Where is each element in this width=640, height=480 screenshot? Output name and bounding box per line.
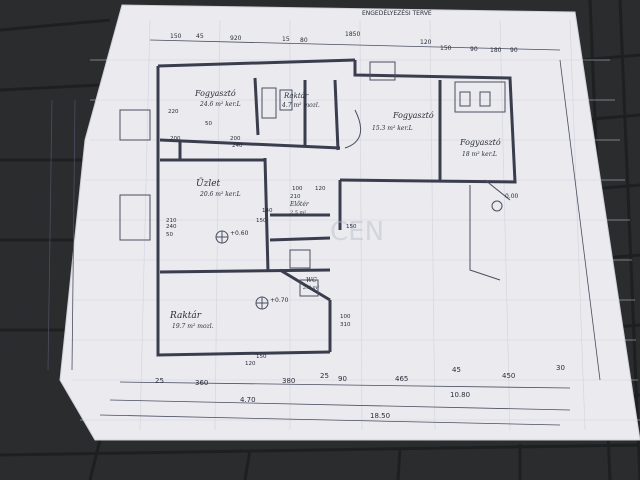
- dimension-label: 120: [245, 361, 256, 367]
- paper-sheet: [60, 5, 640, 440]
- left-dimensions: 4.80 4.10 1.80 3.10 25 45: [8, 114, 82, 352]
- room-area: 15.3 m² ker.L: [372, 125, 413, 132]
- dimension-label: 150: [346, 224, 357, 230]
- watermark: CEN: [330, 217, 384, 247]
- dimension-label: 450: [502, 372, 515, 380]
- room-name: Raktár: [169, 310, 202, 321]
- dimension-label: 25: [8, 343, 16, 352]
- paper-grid: [70, 19, 640, 431]
- dimension-label: 150: [256, 218, 267, 224]
- top-dimensions: 150 45 920 15 80 1850 120 150 90 180 90: [170, 31, 518, 54]
- dimension-lines: [47, 39, 601, 426]
- dimension-label: 120: [315, 186, 326, 192]
- dimension-label: 360: [195, 379, 208, 387]
- dimension-label: 0.00: [505, 193, 519, 200]
- dimension-label: 210: [290, 194, 301, 200]
- dimension-label: 50: [166, 232, 173, 238]
- dimension-label: 150: [256, 354, 267, 360]
- room-name: Előtér: [289, 201, 310, 208]
- room-labels: Fogyasztó 24.6 m² ker.L Raktár 4.7 m² mo…: [169, 89, 501, 330]
- dimension-label: 90: [338, 375, 347, 383]
- room-area: 4.7 m² mozl.: [281, 102, 320, 109]
- dimension-label: 100: [340, 314, 351, 320]
- dimension-label: 100: [292, 186, 303, 192]
- room-area: 2.3 m²: [302, 285, 319, 291]
- room-area: 19.7 m² mozl.: [172, 323, 214, 330]
- room-area: 24.6 m² ker.L: [199, 101, 241, 108]
- dimension-label: 240: [232, 143, 243, 149]
- dimension-label: 120: [420, 39, 432, 46]
- dimension-label: 4.10: [36, 199, 44, 215]
- dimension-label: 45: [196, 33, 204, 40]
- dimension-label: 45: [452, 366, 461, 374]
- dimension-label: +0.60: [230, 230, 249, 237]
- dimension-label: 200: [230, 136, 241, 142]
- dimension-label: 30: [556, 364, 565, 372]
- sheet-header: ENGEDÉLYEZÉSI TERVE: [362, 9, 432, 17]
- dimension-label: 380: [282, 377, 295, 385]
- dimension-label: 210: [166, 218, 177, 224]
- dimension-label: 240: [166, 224, 177, 230]
- room-area: 2.5 m²: [289, 210, 306, 216]
- dimension-label: 1850: [345, 31, 360, 38]
- room-name: Raktár: [283, 92, 309, 100]
- room-area: 18 m² ker.L: [462, 151, 497, 158]
- dimension-label: 220: [168, 109, 179, 115]
- bottom-dimensions: 25 360 380 25 90 465 45 450 30 4.70 10.8…: [155, 364, 565, 420]
- dimension-label: 80: [300, 37, 308, 44]
- dimension-label: 465: [395, 375, 408, 383]
- dimension-label: 4.80: [74, 114, 82, 130]
- room-name: Fogyasztó: [194, 89, 236, 98]
- dimension-label: 140: [262, 208, 273, 214]
- dimension-label: 200: [170, 136, 181, 142]
- room-name: Üzlet: [196, 177, 221, 189]
- dimension-label: 150: [170, 33, 182, 40]
- dimension-label: 3.10: [24, 304, 32, 320]
- room-name: Fogyasztó: [392, 111, 434, 120]
- dimension-label: 1.80: [56, 194, 64, 210]
- dimension-label: 90: [510, 47, 518, 54]
- room-name: WC: [306, 277, 317, 284]
- fixtures: [119, 61, 511, 310]
- walls: [156, 58, 517, 357]
- dimension-label: 18.50: [370, 412, 390, 420]
- dimension-label: 50: [205, 121, 212, 127]
- dimension-label: 310: [340, 322, 351, 328]
- level-markers: +0.60 +0.70 0.00: [230, 193, 519, 304]
- dimension-label: 25: [320, 372, 329, 380]
- dimension-label: 4.70: [240, 396, 256, 404]
- dimension-label: 10.80: [450, 391, 470, 399]
- dimension-label: +0.70: [270, 297, 289, 304]
- dimension-label: 920: [230, 35, 242, 42]
- dimension-label: 150: [440, 45, 452, 52]
- dimension-label: 180: [490, 47, 502, 54]
- room-area: 20.6 m² ker.L: [199, 191, 241, 198]
- interior-dimensions: 220 50 200 240 200 210 120 150 100 210 2…: [166, 109, 357, 367]
- dimension-label: 15: [282, 36, 290, 43]
- dimension-label: 90: [470, 46, 478, 53]
- dimension-label: 25: [155, 377, 164, 385]
- dimension-label: 45: [32, 259, 40, 268]
- room-name: Fogyasztó: [459, 138, 501, 147]
